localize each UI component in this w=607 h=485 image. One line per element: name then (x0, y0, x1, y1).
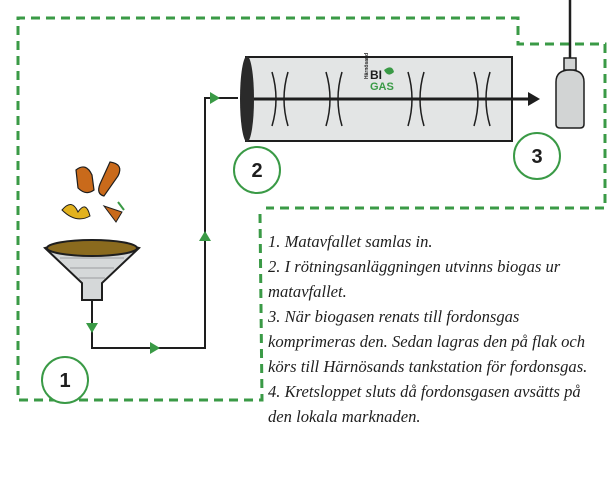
description-item-3: 3. När biogasen renats till fordonsgas k… (268, 307, 588, 376)
description-item-4: 4. Kretsloppet sluts då fordonsgasen avs… (268, 382, 581, 426)
pipe-flow-line (91, 97, 238, 349)
chicken-leg-icon (75, 166, 95, 194)
gas-cylinder (555, 0, 585, 129)
digester-tank (240, 56, 540, 142)
flow-arrow-down (86, 323, 98, 333)
flow-arrow-right-top (210, 92, 220, 104)
flow-arrow-right (150, 342, 160, 354)
banana-peel-icon (61, 204, 91, 220)
logo-line1: BI (370, 68, 382, 82)
cycle-border-dashed (16, 16, 607, 402)
chicken-leg-icon (98, 161, 121, 197)
description-item-2: 2. I rötningsanläggningen utvinns biogas… (268, 257, 561, 301)
logo-small-text: Härnösand (364, 53, 370, 79)
step-circle-1: 1 (41, 356, 89, 404)
food-waste-illustration (61, 161, 125, 223)
process-description: 1. Matavfallet samlas in. 2. I rötningsa… (268, 229, 602, 429)
mixer-blade (271, 71, 491, 127)
step-number-3: 3 (531, 146, 542, 168)
step-circle-2: 2 (233, 146, 281, 194)
carrot-icon (102, 205, 123, 223)
step-number-1: 1 (59, 370, 70, 392)
flow-arrow-up (199, 231, 211, 241)
leaf-icon (384, 67, 394, 75)
funnel (43, 239, 141, 301)
description-item-1: 1. Matavfallet samlas in. (268, 232, 433, 251)
step-number-2: 2 (251, 160, 262, 182)
step-circle-3: 3 (513, 132, 561, 180)
logo-line2: GAS (370, 81, 394, 93)
biogas-logo: Härnösand BI GAS (364, 53, 394, 93)
